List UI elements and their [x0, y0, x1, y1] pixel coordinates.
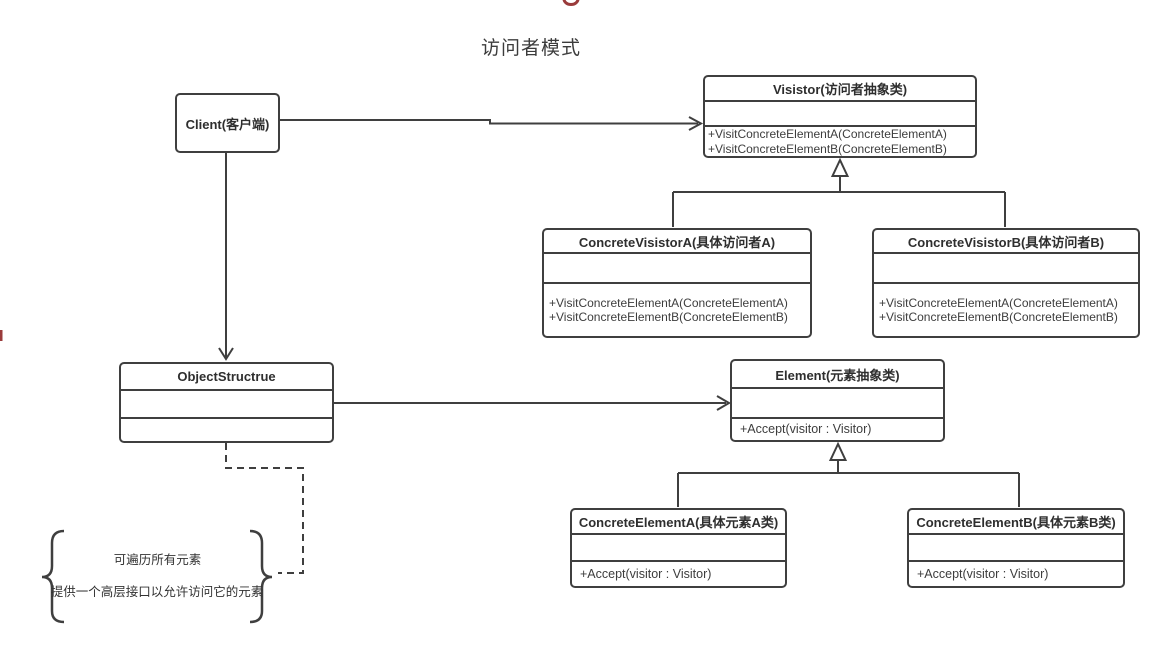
class-objectstructure-title: ObjectStructrue [121, 364, 332, 391]
arrowhead-objectstructure-element [716, 395, 731, 411]
class-visitor-title: Visistor(访问者抽象类) [705, 77, 975, 102]
method-line: +VisitConcreteElementA(ConcreteElementA) [708, 127, 947, 141]
class-concrete-element-b[interactable]: ConcreteElementB(具体元素B类) +Accept(visitor… [907, 508, 1125, 588]
arrowhead-client-objectstructure [218, 347, 234, 361]
class-client[interactable]: Client(客户端) [175, 93, 280, 153]
class-concrete-element-b-title: ConcreteElementB(具体元素B类) [909, 510, 1123, 535]
note-line-2: 提供一个高层接口以允许访问它的元素 [50, 585, 264, 599]
class-concrete-visitor-a-title: ConcreteVisistorA(具体访问者A) [544, 230, 810, 254]
class-concrete-element-a-title: ConcreteElementA(具体元素A类) [572, 510, 785, 535]
class-element[interactable]: Element(元素抽象类) +Accept(visitor : Visitor… [730, 359, 945, 442]
class-concrete-element-a-methods: +Accept(visitor : Visitor) [572, 562, 785, 586]
class-concrete-visitor-a-methods: +VisitConcreteElementA(ConcreteElementA)… [544, 284, 810, 336]
diagram-title: 访问者模式 [480, 38, 581, 59]
class-concrete-visitor-a-attributes [544, 254, 810, 284]
class-concrete-visitor-a[interactable]: ConcreteVisistorA(具体访问者A) +VisitConcrete… [542, 228, 812, 338]
method-line: +Accept(visitor : Visitor) [917, 566, 1049, 581]
class-visitor-methods: +VisitConcreteElementA(ConcreteElementA)… [705, 127, 975, 156]
note-line-1: 可遍历所有元素 [113, 553, 202, 567]
class-element-methods: +Accept(visitor : Visitor) [732, 419, 943, 440]
class-visitor[interactable]: Visistor(访问者抽象类) +VisitConcreteElementA(… [703, 75, 977, 158]
method-line: +Accept(visitor : Visitor) [740, 422, 872, 437]
class-concrete-element-a[interactable]: ConcreteElementA(具体元素A类) +Accept(visitor… [570, 508, 787, 588]
class-concrete-element-b-attributes [909, 535, 1123, 562]
class-objectstructure-methods [121, 419, 332, 441]
class-concrete-element-a-attributes [572, 535, 785, 562]
method-line: +Accept(visitor : Visitor) [580, 566, 712, 581]
class-concrete-visitor-b-title: ConcreteVisistorB(具体访问者B) [874, 230, 1138, 254]
note-right-brace [249, 529, 273, 624]
arrowhead-client-visitor [688, 116, 704, 131]
class-concrete-visitor-b-attributes [874, 254, 1138, 284]
class-element-attributes [732, 389, 943, 419]
method-line: +VisitConcreteElementA(ConcreteElementA) [879, 295, 1118, 310]
top-edge-red-mark [562, 0, 580, 6]
class-concrete-element-b-methods: +Accept(visitor : Visitor) [909, 562, 1123, 586]
class-element-title: Element(元素抽象类) [732, 361, 943, 389]
left-edge-red-mark [0, 330, 3, 341]
method-line: +VisitConcreteElementB(ConcreteElementB) [708, 141, 947, 156]
class-concrete-visitor-b[interactable]: ConcreteVisistorB(具体访问者B) +VisitConcrete… [872, 228, 1140, 338]
method-line: +VisitConcreteElementB(ConcreteElementB) [879, 310, 1118, 324]
edge-client-visitor [280, 119, 698, 125]
method-line: +VisitConcreteElementB(ConcreteElementB) [549, 310, 788, 324]
edge-visitor-tree [672, 176, 1006, 227]
generalization-arrow-element [828, 441, 848, 461]
class-concrete-visitor-b-methods: +VisitConcreteElementA(ConcreteElementA)… [874, 284, 1138, 336]
class-client-title: Client(客户端) [185, 116, 270, 132]
generalization-arrow-visitor [830, 157, 850, 177]
edge-element-tree [677, 460, 1020, 507]
class-objectstructure[interactable]: ObjectStructrue [119, 362, 334, 443]
class-objectstructure-attributes [121, 391, 332, 419]
edge-objectstructure-note [225, 443, 304, 574]
class-visitor-attributes [705, 102, 975, 127]
note-left-brace [41, 529, 65, 624]
method-line: +VisitConcreteElementA(ConcreteElementA) [549, 295, 788, 310]
